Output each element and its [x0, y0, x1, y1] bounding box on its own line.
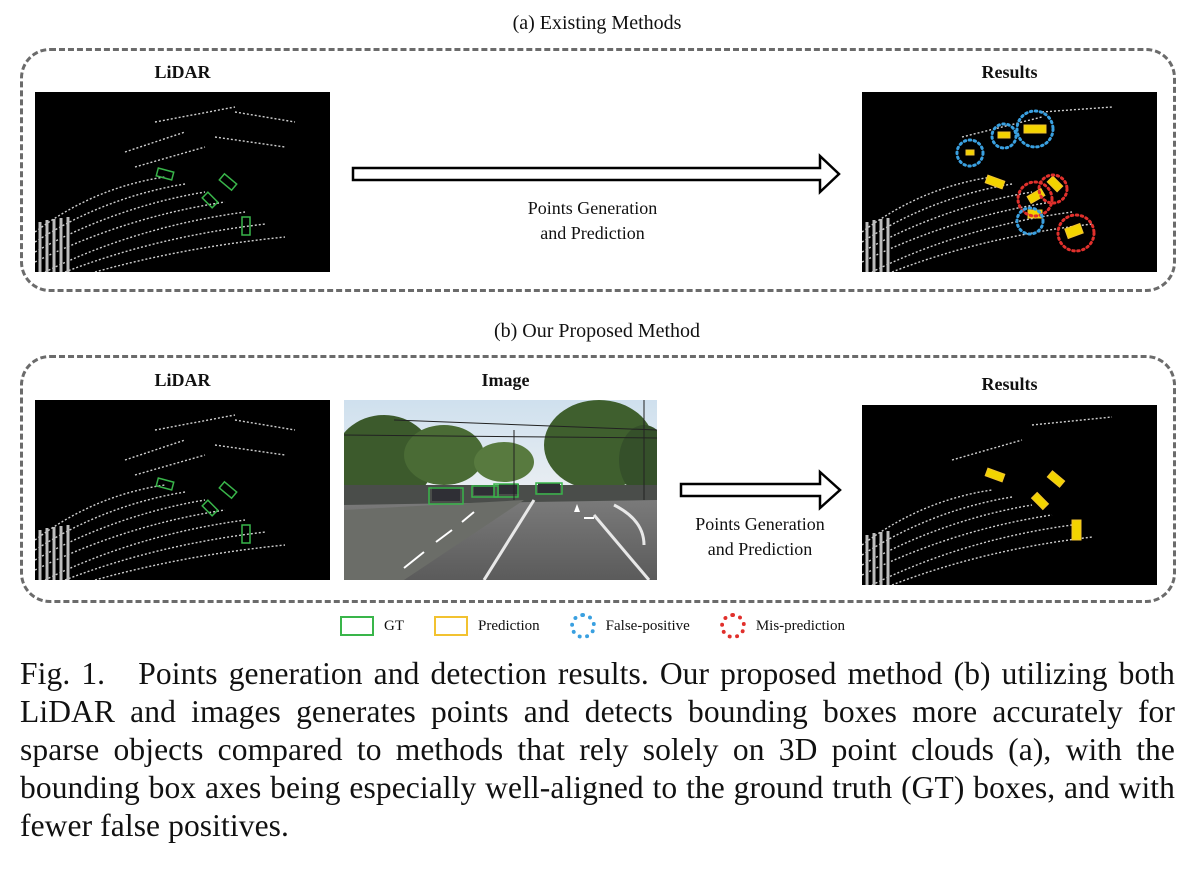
- section-a-panel: [20, 48, 1176, 292]
- prediction-box-icon: [434, 616, 468, 636]
- legend-item-false-positive: False-positive: [569, 613, 690, 639]
- section-b-arrow-text-line2: and Prediction: [707, 539, 813, 559]
- false-positive-circle-icon: [569, 613, 596, 639]
- section-b-title: (b) Our Proposed Method: [493, 320, 701, 342]
- legend: GT Prediction False-positive Mis-predict…: [340, 613, 845, 639]
- section-a-arrow: [351, 153, 841, 195]
- legend-label-false-positive: False-positive: [605, 617, 690, 634]
- legend-label-mis-prediction: Mis-prediction: [755, 617, 845, 634]
- legend-item-mis-prediction: Mis-prediction: [719, 613, 845, 639]
- section-a-title: (a) Existing Methods: [512, 12, 682, 34]
- section-b-results-label: Results: [981, 374, 1038, 394]
- lidar-point-cloud-a: [35, 106, 296, 272]
- mis-prediction-circle-icon: [719, 613, 746, 639]
- street-scene: [344, 400, 657, 580]
- section-b-lidar-label: LiDAR: [154, 370, 211, 390]
- section-b-image-label: Image: [481, 370, 530, 390]
- section-b-camera-image: [344, 400, 657, 580]
- section-b-results-image: [862, 405, 1157, 585]
- section-a-results-label: Results: [981, 62, 1038, 82]
- section-b-lidar-image: [35, 400, 330, 580]
- section-b-arrow-text-line1: Points Generation: [695, 514, 825, 534]
- legend-item-prediction: Prediction: [434, 616, 540, 636]
- legend-item-gt: GT: [340, 616, 404, 636]
- section-b-arrow-caption: Points Generation and Prediction: [670, 512, 850, 562]
- section-b-arrow: [679, 469, 842, 511]
- section-a-arrow-text-line1: Points Generation: [527, 198, 658, 218]
- section-b-panel: [20, 355, 1176, 603]
- section-a-arrow-caption: Points Generation and Prediction: [460, 196, 725, 246]
- legend-label-gt: GT: [384, 617, 404, 634]
- figure-caption: Fig. 1. Points generation and detection …: [20, 656, 1183, 843]
- legend-label-prediction: Prediction: [478, 617, 540, 634]
- results-point-cloud-a: [862, 106, 1113, 272]
- results-point-cloud-b: [862, 416, 1113, 585]
- lidar-point-cloud-b: [35, 414, 296, 580]
- section-a-results-image: [862, 92, 1157, 272]
- section-a-lidar-label: LiDAR: [154, 62, 211, 82]
- section-a-arrow-text-line2: and Prediction: [540, 223, 645, 243]
- section-a-lidar-image: [35, 92, 330, 272]
- gt-box-icon: [340, 616, 374, 636]
